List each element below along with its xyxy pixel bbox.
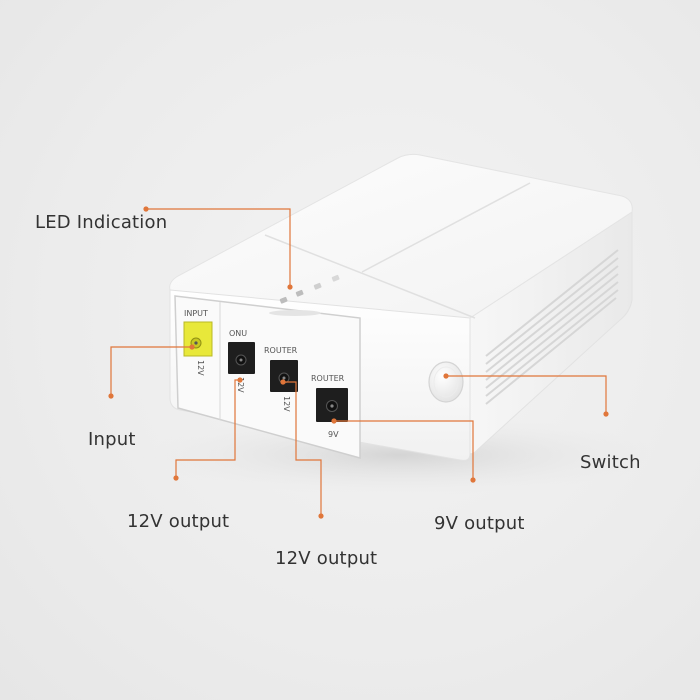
- device-shadow: [140, 415, 660, 495]
- input-callout-line: [110, 346, 192, 396]
- onu-callout-line: [175, 379, 240, 478]
- router-12v-output-label: 12V output: [275, 548, 378, 569]
- router-12v-port-voltage: 12V: [282, 396, 291, 412]
- power-switch-icon: [428, 361, 464, 403]
- router-9v-port-voltage: 9V: [328, 430, 339, 439]
- router-12v-callout-line: [283, 381, 322, 516]
- onu-port-title: ONU: [229, 329, 247, 338]
- input-port-title: INPUT: [184, 309, 208, 318]
- top-seam-front: [264, 234, 476, 319]
- router-9v-port-title: ROUTER: [311, 374, 345, 383]
- callout-lines: [110, 208, 607, 516]
- input-port: INPUT 12V: [183, 309, 213, 376]
- onu-port-voltage: 12V: [236, 377, 245, 393]
- onu-port: ONU 12V: [228, 329, 255, 393]
- router-9v-callout-line: [334, 420, 474, 480]
- input-port-voltage: 12V: [196, 360, 205, 376]
- router-9v-output-label: 9V output: [434, 513, 525, 534]
- router-9v-port: ROUTER 9V: [311, 374, 348, 439]
- callout-dots: [108, 206, 609, 519]
- onu-12v-output-label: 12V output: [127, 511, 230, 532]
- led-callout-line: [146, 208, 291, 287]
- switch-callout-line: [446, 375, 607, 414]
- input-label: Input: [88, 429, 136, 450]
- led-indication-label: LED Indication: [35, 212, 168, 233]
- router-12v-port-title: ROUTER: [264, 346, 298, 355]
- switch-label: Switch: [580, 452, 641, 473]
- led-indicator-icon: [269, 274, 340, 316]
- top-seam-middle: [361, 182, 531, 273]
